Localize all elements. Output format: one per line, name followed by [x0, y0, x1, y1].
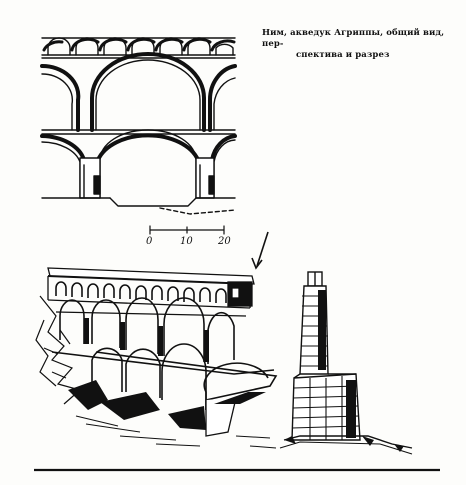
scale-tick-10: 10	[180, 236, 193, 247]
caption-line-1: Ним, акведук Агриппы, общий вид, пер-	[262, 28, 445, 49]
figure-caption: Ним, акведук Агриппы, общий вид, пер- сп…	[262, 28, 458, 61]
scale-tick-20: 20	[217, 236, 231, 247]
elevation-middle-tier	[40, 52, 237, 135]
aqueduct-elevation	[40, 37, 237, 215]
aqueduct-section	[279, 271, 413, 455]
pointer-arrow	[251, 231, 269, 270]
elevation-top-tier	[41, 37, 236, 59]
scale-bar-labels: 0 10 20	[146, 236, 231, 247]
aqueduct-perspective	[35, 267, 278, 449]
scale-tick-0: 0	[146, 236, 153, 247]
caption-line-2: спектива и разрез	[296, 50, 390, 60]
scale-bar	[149, 225, 225, 235]
elevation-lower-tier	[40, 129, 237, 215]
